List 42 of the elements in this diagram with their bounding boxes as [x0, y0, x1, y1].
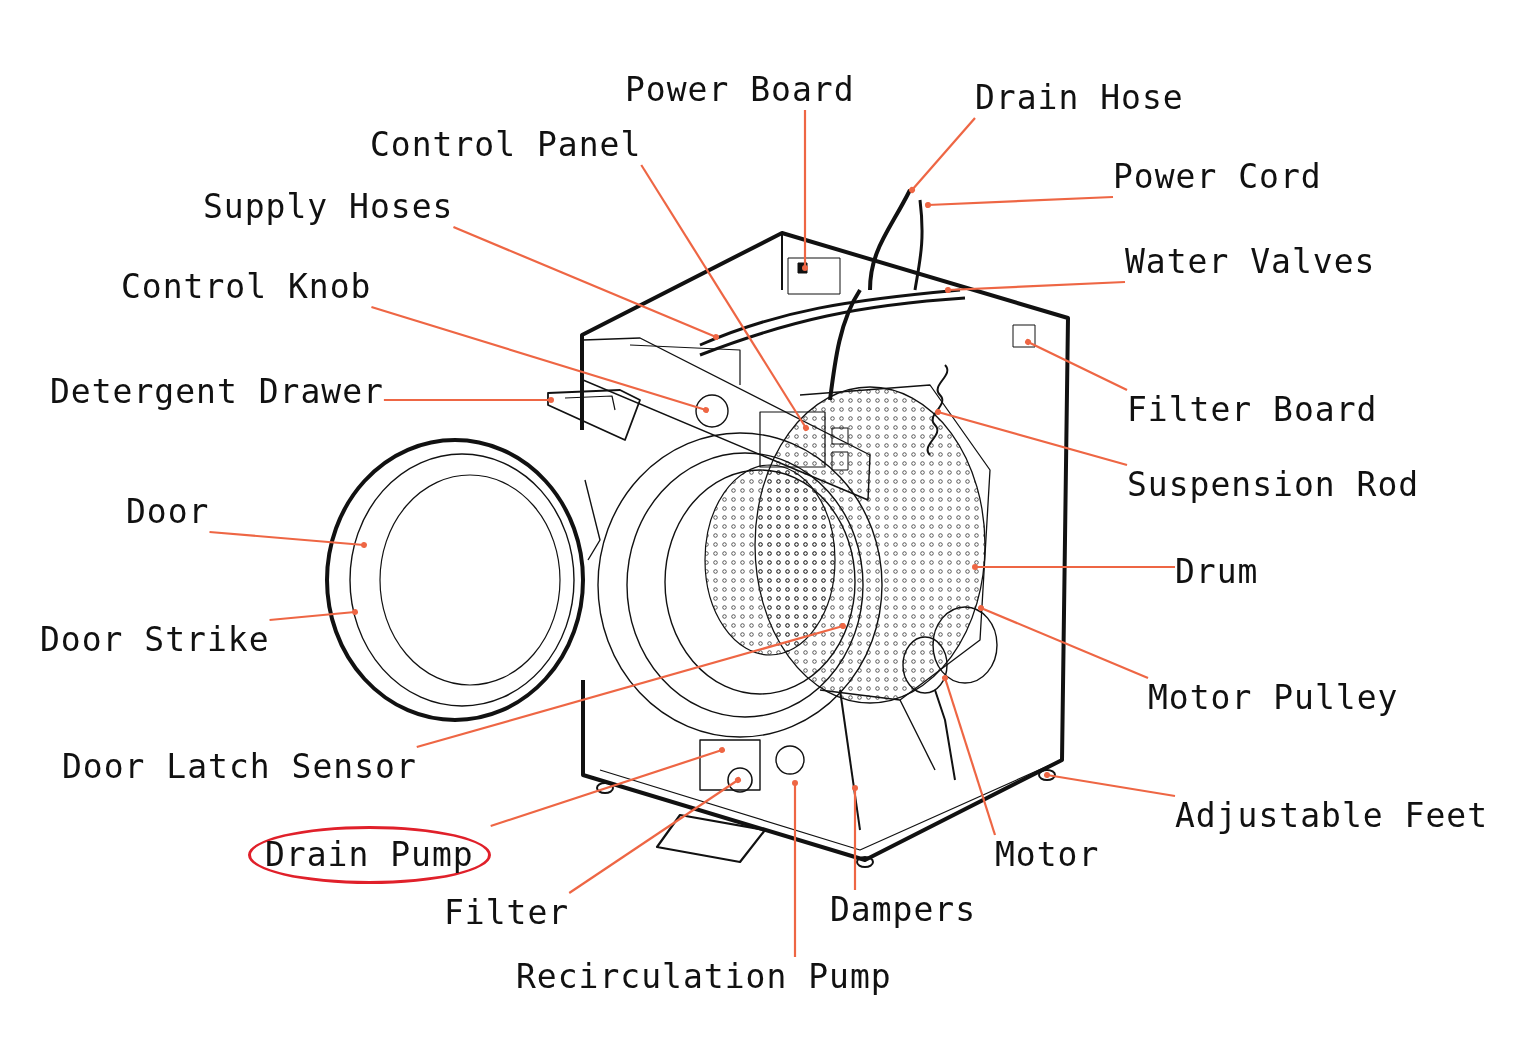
part-label: Detergent Drawer [50, 372, 384, 412]
leader-line [942, 675, 997, 836]
part-label: Power Cord [1113, 157, 1322, 197]
leader-line [1044, 772, 1176, 798]
leader-line [925, 195, 1114, 208]
part-label: Control Knob [121, 267, 372, 307]
leader-line [935, 409, 1128, 467]
part-label: Door Strike [40, 620, 270, 660]
part-label: Drum [1175, 552, 1259, 592]
part-label: Door Latch Sensor [62, 747, 417, 787]
circled-part-label: Drain Pump [248, 826, 491, 884]
leader-line [802, 110, 808, 271]
leader-line [568, 777, 741, 894]
part-label: Control Panel [370, 125, 642, 165]
part-label: Motor Pulley [1148, 678, 1399, 718]
leader-line [945, 280, 1126, 293]
part-label: Filter Board [1127, 390, 1378, 430]
part-label: Supply Hoses [203, 187, 454, 227]
part-label: Water Valves [1125, 242, 1376, 282]
leader-line [792, 780, 798, 957]
leader-line [383, 397, 554, 403]
part-label: Adjustable Feet [1175, 796, 1488, 836]
leader-line [978, 605, 1149, 679]
part-label: Power Board [625, 70, 855, 110]
leader-line [490, 747, 725, 828]
leader-line [972, 564, 1175, 570]
leader-line [453, 226, 719, 340]
leader-line [1025, 339, 1128, 391]
leader-line [852, 785, 858, 890]
part-label: Door [126, 492, 210, 532]
part-label: Recirculation Pump [516, 957, 892, 997]
part-label: Motor [995, 835, 1100, 875]
part-label: Drain Hose [975, 78, 1184, 118]
leader-line [640, 164, 809, 431]
leader-line [209, 530, 367, 548]
leader-line [909, 117, 976, 193]
part-label: Filter [444, 893, 570, 933]
leader-line [269, 609, 358, 622]
leader-line [416, 623, 846, 749]
part-label: Dampers [830, 890, 977, 930]
leader-line [371, 305, 709, 413]
part-label: Suspension Rod [1127, 465, 1420, 505]
